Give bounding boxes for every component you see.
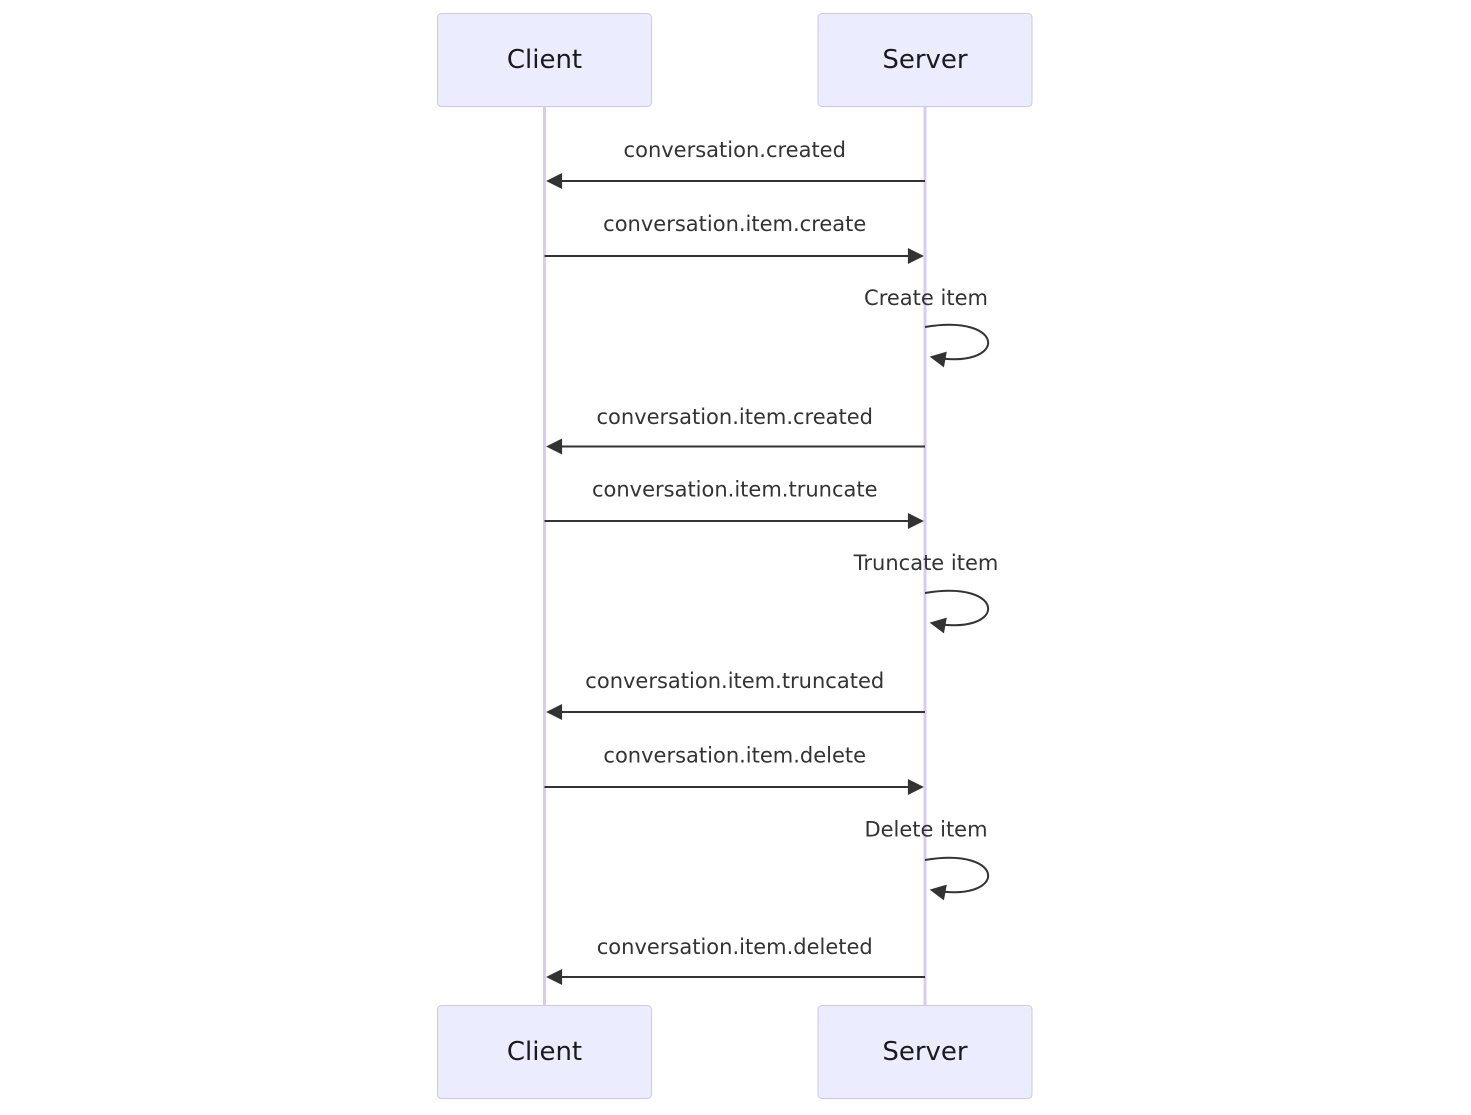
- message-truncate-item-self: Truncate item: [853, 551, 999, 634]
- message-label: conversation.item.truncate: [592, 478, 878, 502]
- actor-box-server-top: [817, 13, 1033, 107]
- message-label: conversation.item.delete: [603, 744, 866, 768]
- actor-label-client-bottom: Client: [507, 1037, 582, 1067]
- message-conversation-item-create: conversation.item.create: [544, 212, 924, 264]
- message-label: conversation.item.create: [603, 212, 866, 236]
- self-message-label: Truncate item: [853, 551, 999, 575]
- actor-bottom-server: Server: [817, 1005, 1033, 1099]
- message-label: conversation.item.deleted: [597, 935, 873, 959]
- actor-box-server-bottom: [817, 1005, 1033, 1099]
- actor-bottom-client: Client: [437, 1005, 652, 1099]
- self-loop-arrow: [924, 323, 990, 368]
- actor-label-server-bottom: Server: [882, 1037, 968, 1067]
- actor-top-server: Server: [817, 13, 1033, 107]
- actor-label-client-top: Client: [507, 45, 582, 75]
- message-label: conversation.item.created: [596, 405, 873, 429]
- message-conversation-item-truncate: conversation.item.truncate: [544, 478, 924, 529]
- actor-box-client-bottom: [437, 1005, 652, 1099]
- self-message-label: Create item: [864, 286, 988, 310]
- actor-box-client-top: [437, 13, 652, 107]
- self-message-label: Delete item: [864, 818, 987, 842]
- message-conversation-item-deleted: conversation.item.deleted: [546, 935, 925, 985]
- actor-label-server-top: Server: [882, 45, 968, 75]
- self-loop-arrow: [924, 589, 990, 634]
- actor-top-client: Client: [437, 13, 652, 107]
- message-conversation-item-delete: conversation.item.delete: [544, 744, 924, 795]
- self-loop-arrow: [924, 856, 990, 901]
- message-conversation-created: conversation.created: [546, 138, 925, 189]
- message-create-item-self: Create item: [864, 286, 990, 368]
- message-label: conversation.created: [624, 138, 846, 162]
- message-label: conversation.item.truncated: [585, 669, 884, 693]
- message-delete-item-self: Delete item: [864, 818, 990, 901]
- message-conversation-item-created: conversation.item.created: [546, 405, 925, 455]
- message-conversation-item-truncated: conversation.item.truncated: [546, 669, 925, 720]
